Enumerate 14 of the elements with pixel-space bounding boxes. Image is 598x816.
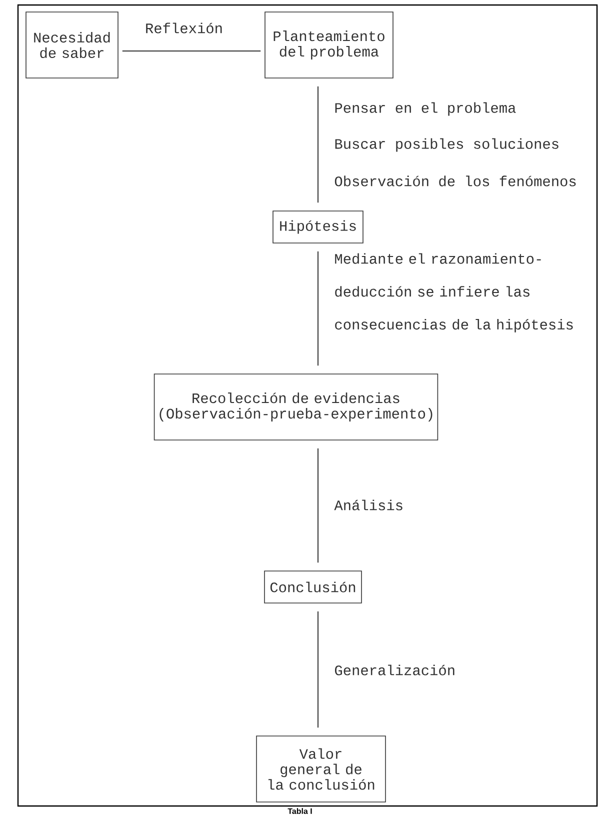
- step-note: Observación de los fenómenos: [334, 176, 576, 186]
- edge-label: Mediante el razonamiento- deducción se infiere las consecuencias de la hipótesis: [335, 253, 573, 332]
- step-note: Pensar en el problema: [335, 102, 516, 116]
- process-box: Conclusión: [264, 570, 362, 604]
- edge-label: Reflexión: [146, 22, 222, 34]
- edge-label: Análisis: [334, 500, 402, 510]
- process-box: Planteamiento del problema: [264, 12, 394, 78]
- process-box: Recolección de evidencias (Observación-prueba-experimento): [154, 374, 438, 440]
- process-box: Hipótesis: [272, 210, 364, 244]
- process-box: Valor general de la conclusión: [256, 736, 386, 802]
- step-note: Buscar posibles soluciones: [335, 138, 558, 152]
- edge-label: Generalización: [335, 664, 454, 676]
- connector-line: [122, 50, 262, 52]
- process-box: Necesidad de saber: [26, 12, 118, 78]
